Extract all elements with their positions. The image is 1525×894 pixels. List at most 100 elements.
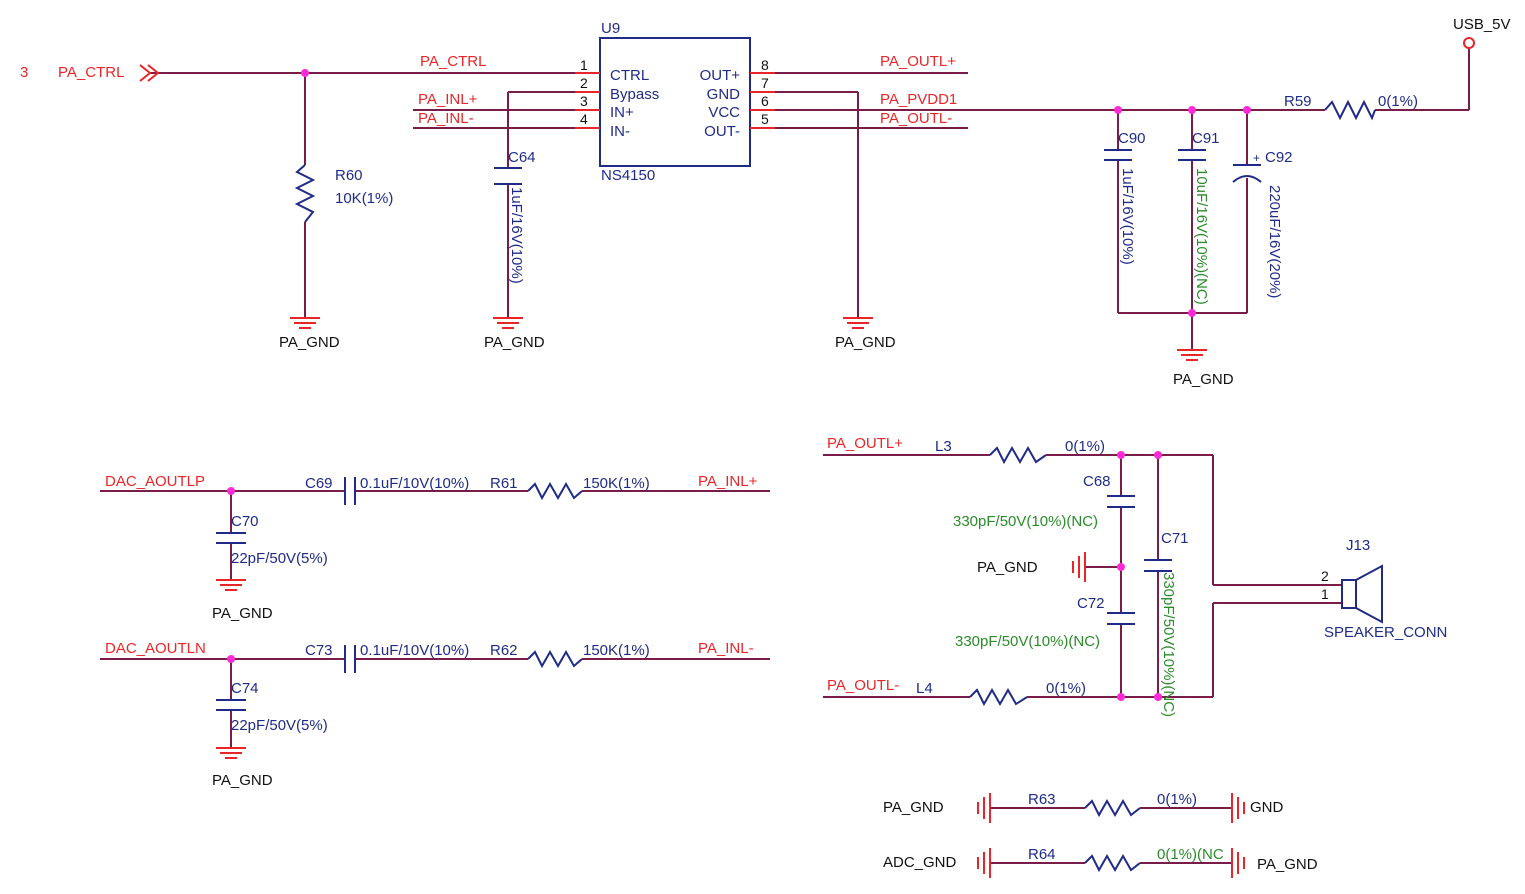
junction-dot [1154, 693, 1162, 701]
junction-dot [1117, 563, 1125, 571]
r59-symbol [1324, 99, 1376, 121]
net-label-pa-outl-p: PA_OUTL+ [880, 53, 956, 70]
u9-pin3-num: 3 [580, 93, 588, 109]
j13-pin-bottom: 1 [1321, 586, 1329, 602]
c71-ref: C71 [1161, 530, 1189, 547]
c68-ref: C68 [1083, 473, 1111, 490]
speaker-icon [1341, 564, 1383, 624]
j13-pin-top: 2 [1321, 568, 1329, 584]
c64-ref: C64 [508, 149, 536, 166]
u9-pin5-name: OUT- [704, 123, 740, 140]
c70-value: 22pF/50V(5%) [231, 550, 328, 567]
junction-dot [227, 487, 235, 495]
c72-ref: C72 [1077, 595, 1105, 612]
net-label-pa-inl-p: PA_INL+ [418, 91, 478, 108]
r59-ref: R59 [1284, 93, 1312, 110]
c74-value: 22pF/50V(5%) [231, 717, 328, 734]
c69-value: 0.1uF/10V(10%) [360, 475, 469, 492]
r62-ref: R62 [490, 642, 518, 659]
gnd-tie-pa-gnd-2: PA_GND [1257, 856, 1318, 873]
ground-icon [1072, 552, 1086, 582]
l4-ref: L4 [916, 680, 933, 697]
u9-part: NS4150 [601, 167, 655, 184]
c72-symbol [1107, 612, 1135, 625]
u9-pin8-name: OUT+ [700, 67, 741, 84]
sheet-connector-icon [139, 64, 160, 82]
gnd-tie-gnd: GND [1250, 799, 1284, 816]
ground-icon [977, 848, 991, 878]
junction-dot [1188, 309, 1196, 317]
c73-ref: C73 [305, 642, 333, 659]
c69-symbol [344, 477, 356, 505]
c71-symbol [1144, 559, 1172, 572]
net-label-pa-ctrl-port: PA_CTRL [58, 64, 124, 81]
u9-pin6-num: 6 [761, 93, 769, 109]
l3-ref: L3 [935, 438, 952, 455]
junction-dot [1117, 451, 1125, 459]
gnd-tie-pa-gnd: PA_GND [883, 799, 944, 816]
c91-value: 10uF/16V(10%)(NC) [1193, 168, 1210, 305]
junction-dot [1188, 106, 1196, 114]
net-label-usb-5v: USB_5V [1453, 16, 1511, 33]
capacitor-symbols [216, 149, 1262, 711]
c90-value: 1uF/16V(10%) [1119, 168, 1136, 265]
r60-value: 10K(1%) [335, 190, 393, 207]
junction-dot [227, 655, 235, 663]
c64-symbol [494, 167, 522, 185]
u9-pin2-name: Bypass [610, 86, 659, 103]
r63-ref: R63 [1028, 791, 1056, 808]
r63-value: 0(1%) [1157, 791, 1197, 808]
r60-symbol [294, 164, 316, 223]
c92-value: 220uF/16V(20%) [1266, 185, 1283, 298]
l3-value: 0(1%) [1065, 438, 1105, 455]
u9-pin6-name: VCC [708, 104, 740, 121]
r59-value: 0(1%) [1378, 93, 1418, 110]
u9-pin-stubs [575, 72, 775, 129]
c91-ref: C91 [1192, 130, 1220, 147]
r60-ref: R60 [335, 167, 363, 184]
ground-icon [1177, 349, 1207, 361]
c71-value: 330pF/50V(10%)(NC) [1160, 572, 1177, 717]
c69-ref: C69 [305, 475, 333, 492]
u9-pin1-name: CTRL [610, 67, 649, 84]
gnd-label-caps: PA_GND [1173, 371, 1234, 388]
c73-value: 0.1uF/10V(10%) [360, 642, 469, 659]
gnd-label-c74: PA_GND [212, 772, 273, 789]
u9-pin7-name: GND [707, 86, 741, 103]
net-label-pa-outl-n-2: PA_OUTL- [827, 677, 899, 694]
u9-pin3-name: IN+ [610, 104, 634, 121]
gnd-label-c70: PA_GND [212, 605, 273, 622]
r64-ref: R64 [1028, 846, 1056, 863]
sheet-ref: 3 [20, 64, 28, 81]
j13-value: SPEAKER_CONN [1324, 624, 1447, 641]
r61-symbol [527, 481, 583, 501]
ground-icon [1231, 848, 1245, 878]
r62-symbol [527, 649, 583, 669]
junction-dot [1117, 693, 1125, 701]
u9-pin1-num: 1 [580, 57, 588, 73]
c68-symbol [1107, 495, 1135, 508]
c90-symbol [1104, 149, 1132, 161]
net-label-dac-aoutln: DAC_AOUTLN [105, 640, 206, 657]
ground-icon [493, 317, 523, 329]
u9-pin4-num: 4 [580, 111, 588, 127]
gnd-label-r60: PA_GND [279, 334, 340, 351]
ground-icon [977, 793, 991, 823]
c90-ref: C90 [1118, 130, 1146, 147]
ground-icon [216, 747, 246, 759]
labels: 3 PA_CTRL PA_CTRL PA_INL+ PA_INL- PA_OUT… [20, 16, 1511, 873]
net-label-pa-inl-n: PA_INL- [418, 110, 474, 127]
gnd-label-caps-mid: PA_GND [977, 559, 1038, 576]
net-label-pa-pvdd1: PA_PVDD1 [880, 91, 957, 108]
wires [100, 48, 1470, 864]
l4-value: 0(1%) [1046, 680, 1086, 697]
ground-icon [216, 579, 246, 591]
r64-value: 0(1%)(NC [1157, 846, 1224, 863]
net-label-pa-inl-n-2: PA_INL- [698, 640, 754, 657]
gnd-label-c64: PA_GND [484, 334, 545, 351]
c70-ref: C70 [231, 513, 259, 530]
u9-body [599, 37, 751, 167]
net-label-dac-aoutlp: DAC_AOUTLP [105, 473, 205, 490]
c73-symbol [344, 645, 356, 673]
r64-symbol [1084, 853, 1141, 873]
